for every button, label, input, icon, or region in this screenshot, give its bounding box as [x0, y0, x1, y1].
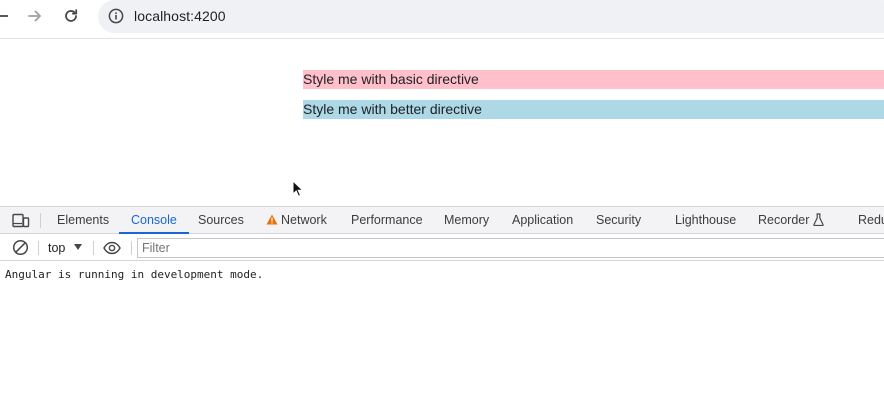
- mouse-cursor-icon: [292, 180, 304, 197]
- reload-icon[interactable]: [61, 6, 81, 26]
- console-messages: Angular is running in development mode.: [0, 262, 884, 416]
- tab-console[interactable]: Console: [119, 207, 189, 234]
- tab-separator: [40, 213, 41, 228]
- tab-memory[interactable]: Memory: [444, 213, 490, 227]
- filter-input[interactable]: [137, 238, 884, 258]
- arrow-back-icon[interactable]: [0, 6, 12, 26]
- devtools-tabbar: Elements Console Sources Network Perform…: [0, 207, 884, 234]
- tab-security[interactable]: Security: [596, 213, 642, 227]
- tab-lighthouse[interactable]: Lighthouse: [675, 213, 737, 227]
- warning-icon: [266, 214, 278, 225]
- tab-recorder[interactable]: Recorder: [758, 207, 825, 234]
- console-toolbar: top: [0, 235, 884, 261]
- arrow-forward-icon[interactable]: [25, 6, 45, 26]
- tab-application[interactable]: Application: [512, 213, 574, 227]
- url-text[interactable]: localhost:4200: [134, 8, 226, 24]
- console-message: Angular is running in development mode.: [5, 268, 264, 281]
- tab-redux[interactable]: Redu: [858, 213, 884, 227]
- info-circle-icon[interactable]: [107, 7, 124, 24]
- tab-performance[interactable]: Performance: [351, 213, 423, 227]
- chevron-down-icon[interactable]: [74, 244, 82, 250]
- context-selector[interactable]: top: [48, 241, 66, 255]
- device-toolbar-icon[interactable]: [12, 213, 30, 228]
- address-bar[interactable]: [98, 0, 884, 33]
- tab-recorder-label: Recorder: [758, 213, 810, 227]
- toolbar-divider: [0, 38, 884, 39]
- console-toolbar-separator: [131, 241, 132, 255]
- tab-network[interactable]: Network: [266, 207, 327, 234]
- eye-icon[interactable]: [103, 241, 121, 255]
- browser-toolbar: localhost:4200: [0, 0, 884, 33]
- tab-elements[interactable]: Elements: [57, 213, 110, 227]
- console-toolbar-separator: [38, 241, 39, 255]
- page-content: Style me with basic directive Style me w…: [0, 39, 884, 207]
- better-directive-text: Style me with better directive: [303, 100, 884, 119]
- tab-network-label: Network: [281, 213, 327, 227]
- tab-sources[interactable]: Sources: [198, 213, 244, 227]
- devtools-panel: Elements Console Sources Network Perform…: [0, 206, 884, 415]
- clear-console-icon[interactable]: [12, 239, 29, 256]
- flask-icon: [813, 213, 825, 226]
- basic-directive-text: Style me with basic directive: [303, 70, 884, 89]
- console-toolbar-separator: [93, 241, 94, 255]
